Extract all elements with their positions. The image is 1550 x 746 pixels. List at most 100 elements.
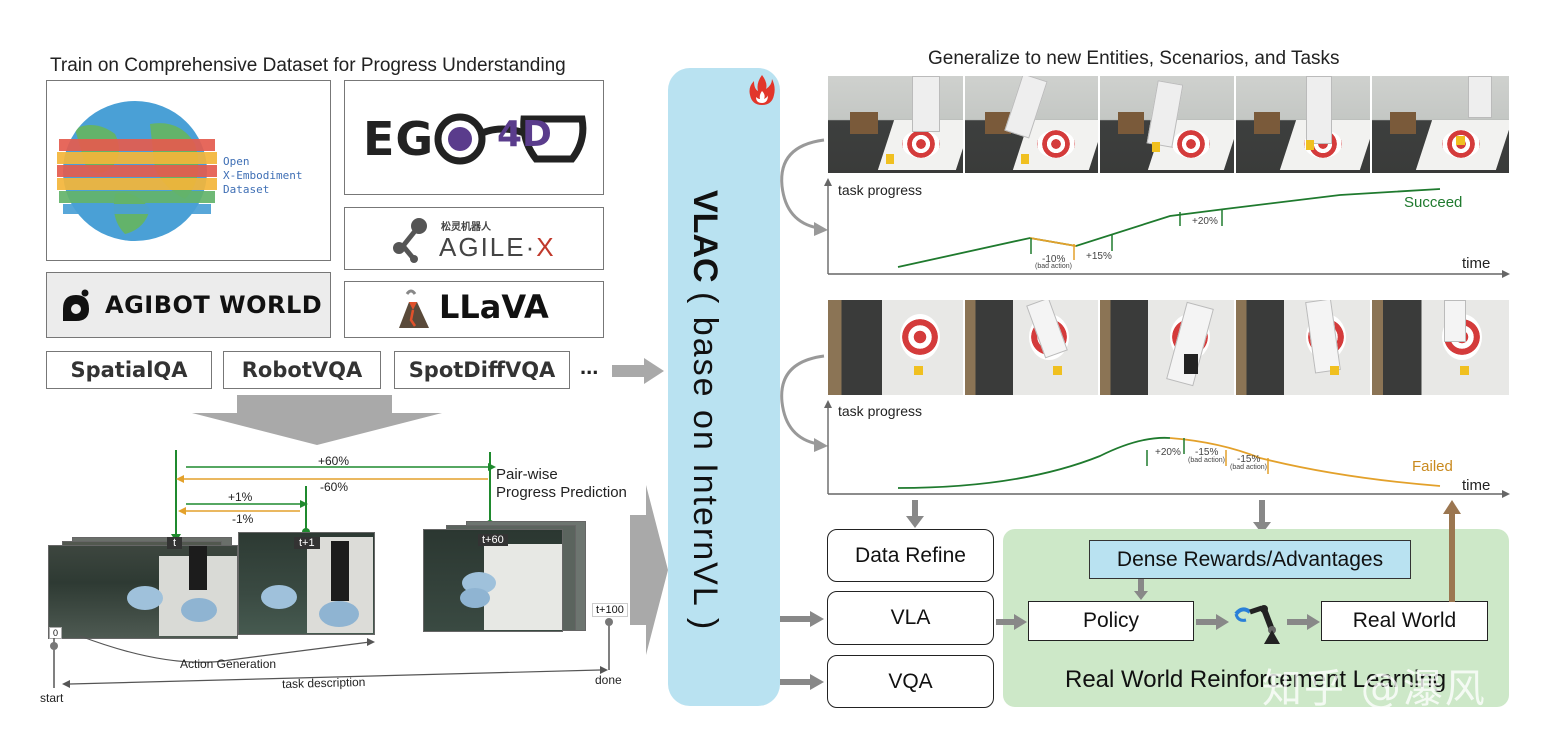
bottom-result: Failed <box>1412 458 1453 475</box>
top-ann-bad: (bad action) <box>1035 263 1072 270</box>
top-scene-5 <box>1372 76 1509 173</box>
top-progress-chart <box>824 178 1510 278</box>
volcano-icon <box>399 289 429 328</box>
agile-word: AGILE <box>439 232 526 262</box>
frame-t1 <box>238 532 375 635</box>
arrow-vla-policy <box>996 614 1027 630</box>
label-start: start <box>40 691 64 705</box>
oxe-dataset-card: Open X-Embodiment Dataset <box>46 80 331 261</box>
llava-text: LLaVA <box>439 288 549 326</box>
top-scene-strip <box>828 76 1509 173</box>
bottom-xlabel: time <box>1462 477 1491 494</box>
globe-icon <box>57 101 217 241</box>
tag-t: t <box>167 537 183 549</box>
vlac-sub: ( base on InternVL ) <box>686 292 724 632</box>
frame-t60 <box>423 529 563 632</box>
vlac-pill <box>668 68 780 706</box>
4d-text: 4D <box>497 114 552 155</box>
agibot-logo-icon <box>63 289 89 321</box>
curve-arrow-top <box>780 138 828 236</box>
bottom-ann-bad-b: (bad action) <box>1230 464 1267 471</box>
watermark: 知乎 @瀑风 <box>1262 666 1487 712</box>
qa-spatial: SpatialQA <box>46 351 212 389</box>
timeline <box>50 618 613 688</box>
top-scene-3 <box>1100 76 1236 173</box>
ego4d-logo: EG <box>363 109 590 169</box>
bottom-ann-minus15a: -15% <box>1195 447 1219 458</box>
qa-robotvqa: RobotVQA <box>223 351 381 389</box>
top-scene-2 <box>965 76 1100 173</box>
fire-icon <box>749 75 775 105</box>
bottom-progress-chart <box>824 400 1510 498</box>
agibot-card: AGIBOT WORLD <box>46 272 331 338</box>
agilex-text: AGILE·X <box>439 232 556 262</box>
ego-text: EG <box>363 112 435 166</box>
arrow-to-vlac-bottom <box>630 485 668 655</box>
arrow-to-vlac-top <box>612 358 664 384</box>
top-ylabel: task progress <box>838 182 923 198</box>
glasses-icon <box>434 113 587 165</box>
llava-card: LLaVA <box>344 281 604 338</box>
frame-t <box>48 545 238 639</box>
robot-arm-icon <box>1234 605 1280 644</box>
qa-spotdiffvqa: SpotDiffVQA <box>394 351 570 389</box>
label-done: done <box>595 673 622 687</box>
arrow-robot-realworld <box>1287 614 1320 630</box>
right-title: Generalize to new Entities, Scenarios, a… <box>928 48 1340 69</box>
top-ann-minus10: -10% <box>1042 254 1066 265</box>
arrow-realworld-up <box>1443 500 1461 602</box>
tag-t100: t+100 <box>592 603 628 617</box>
bottom-ann-plus20: +20% <box>1155 447 1181 458</box>
vqa-box: VQA <box>827 655 994 708</box>
bottom-scene-4 <box>1236 300 1372 395</box>
bottom-ann-minus15b: -15% <box>1237 454 1261 465</box>
oxe-label: Open X-Embodiment Dataset <box>223 155 303 196</box>
policy-box: Policy <box>1028 601 1194 641</box>
rl-label: Real World Reinforcement Learning <box>1065 666 1447 693</box>
bottom-ylabel: task progress <box>838 403 923 419</box>
label-minus60: -60% <box>320 480 349 494</box>
pairwise-label: Pair-wise Progress Prediction <box>496 466 627 501</box>
left-title: Train on Comprehensive Dataset for Progr… <box>50 55 566 76</box>
real-world-box: Real World <box>1321 601 1488 641</box>
label-plus1: +1% <box>228 490 253 504</box>
label-plus60: +60% <box>318 454 350 468</box>
bottom-scene-strip <box>828 300 1509 395</box>
big-down-arrow <box>192 395 442 445</box>
agilex-card: 松灵机器人 AGILE·X <box>344 207 604 270</box>
agile-x: X <box>536 232 556 262</box>
curve-arrow-bottom <box>780 354 828 452</box>
vlac-main: VLAC <box>686 190 724 283</box>
label-task-description: task description <box>281 674 366 692</box>
agibot-text: AGIBOT WORLD <box>105 291 323 319</box>
data-refine-box: Data Refine <box>827 529 994 582</box>
top-xlabel: time <box>1462 255 1491 272</box>
tag-t1: t+1 <box>294 537 320 549</box>
agilex-logo-icon <box>393 218 427 263</box>
arrow-policy-robot <box>1196 614 1229 630</box>
dense-rewards-box: Dense Rewards/Advantages <box>1089 540 1411 579</box>
tag-zero: 0 <box>49 627 63 639</box>
label-minus1: -1% <box>232 512 254 526</box>
top-scene-1 <box>828 76 965 173</box>
top-ann-plus20: +20% <box>1192 216 1218 227</box>
arrow-vlac-vqa <box>780 674 824 690</box>
ego4d-card: EG 4D <box>344 80 604 195</box>
arrow-vlac-vla <box>780 611 824 627</box>
top-scene-4 <box>1236 76 1372 173</box>
bottom-scene-1 <box>828 300 965 395</box>
bottom-scene-3 <box>1100 300 1236 395</box>
bottom-scene-2 <box>965 300 1100 395</box>
agilex-small-text: 松灵机器人 <box>441 222 491 233</box>
label-action-generation: Action Generation <box>180 657 277 671</box>
arrow-down-dense <box>1253 500 1271 534</box>
bottom-ann-bad-a: (bad action) <box>1188 457 1225 464</box>
tag-t60: t+60 <box>478 534 508 546</box>
bottom-scene-5 <box>1372 300 1509 395</box>
qa-more: ... <box>580 354 599 379</box>
top-result: Succeed <box>1404 194 1463 211</box>
arrow-dense-policy <box>1134 579 1148 600</box>
vla-box: VLA <box>827 591 994 645</box>
arrow-down-data-refine <box>906 500 924 528</box>
top-ann-plus15: +15% <box>1086 251 1112 262</box>
